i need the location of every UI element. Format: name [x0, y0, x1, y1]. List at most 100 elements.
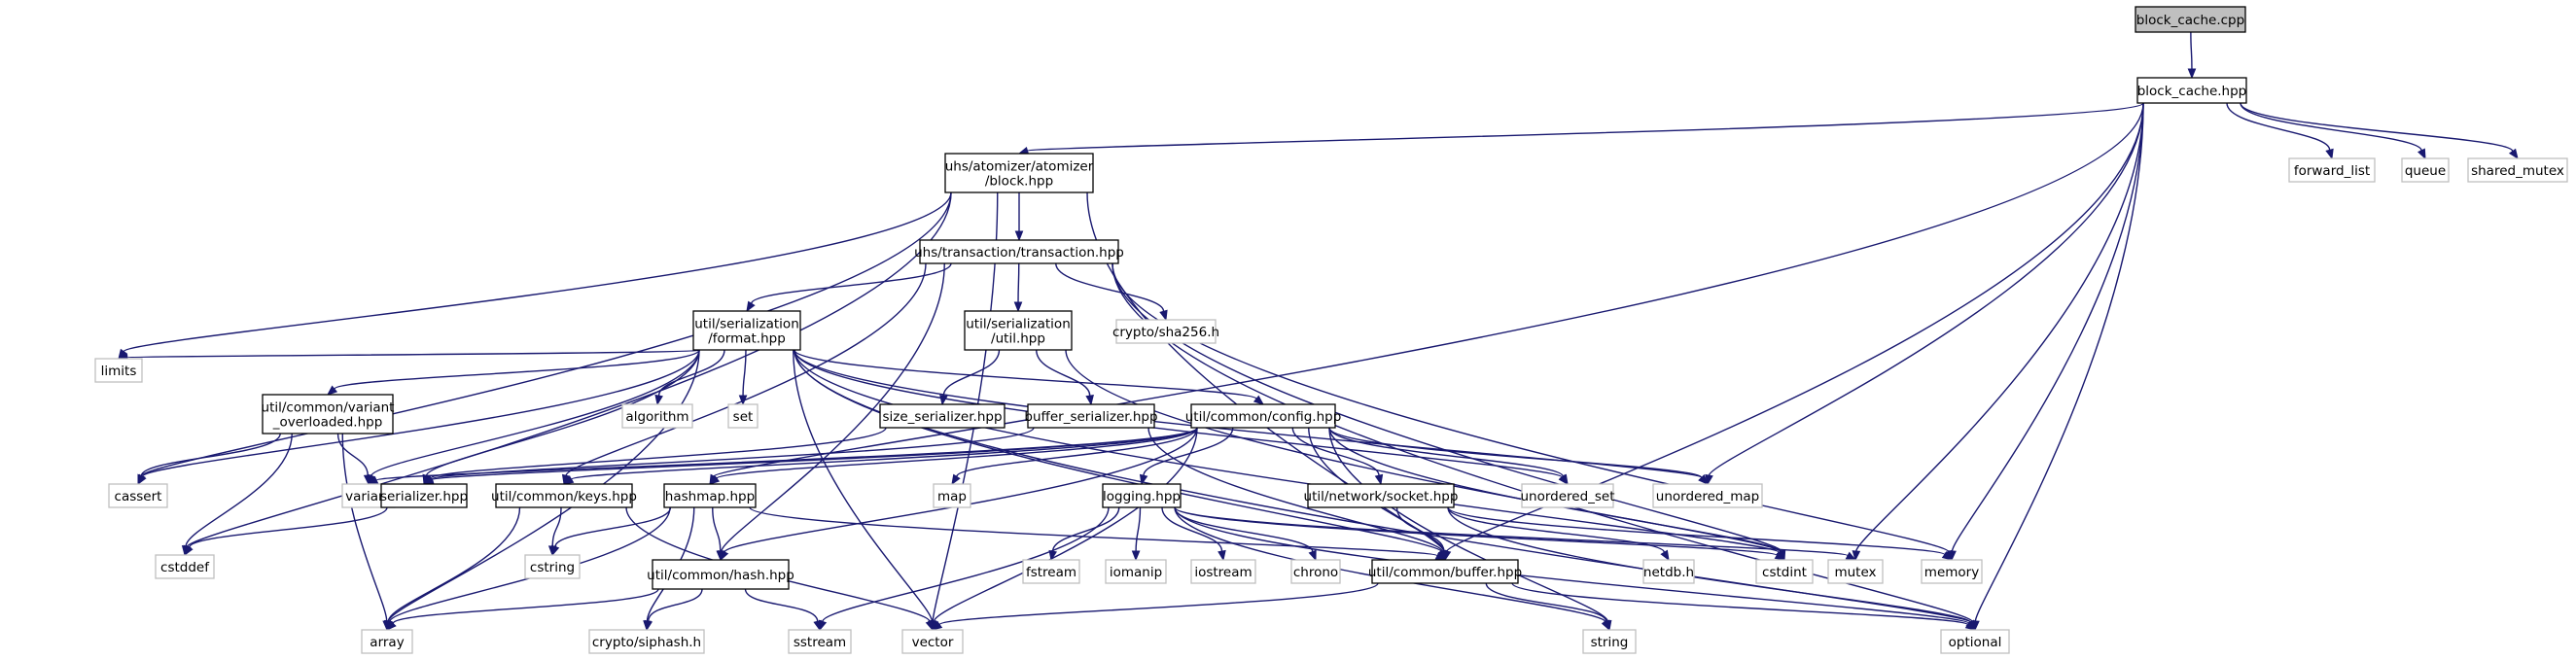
node-label: cstdint: [1762, 565, 1807, 580]
edge-config-to-keys: [562, 427, 1198, 485]
node-box: [2401, 157, 2450, 183]
node-size-serializer[interactable]: size_serializer.hpp: [879, 403, 1006, 429]
node-label: iomanip: [1110, 565, 1162, 580]
node-config[interactable]: util/common/config.hpp: [1185, 403, 1342, 429]
node-label: crypto/sha256.h: [1112, 325, 1219, 340]
node-box: [2135, 6, 2246, 33]
edge-serializer-to-cstddef: [184, 506, 388, 557]
node-array: array: [361, 629, 413, 654]
edge-block_cache_cpp-to-block_cache_hpp: [2187, 31, 2197, 80]
node-transaction[interactable]: uhs/transaction/transaction.hpp: [914, 239, 1124, 264]
node-label: forward_list: [2294, 163, 2370, 179]
node-label: uhs/transaction/transaction.hpp: [914, 245, 1124, 261]
edge-ser_format-to-cassert: [137, 349, 700, 486]
edge-hash-to-sstream: [744, 588, 822, 632]
node-label: block_cache.hpp: [2137, 84, 2247, 99]
edge-ser_format-to-algorithm: [654, 349, 725, 406]
node-iostream: iostream: [1190, 559, 1256, 584]
edge-variant_overloaded-to-array: [341, 433, 392, 632]
node-logging[interactable]: logging.hpp: [1102, 483, 1182, 508]
node-label: block_cache.cpp: [2136, 13, 2244, 28]
edge-logging-to-cstdint: [1174, 506, 1786, 561]
edge-transaction-to-sha256: [1055, 262, 1168, 322]
edge-socket-to-netdb: [1447, 506, 1670, 562]
edge-hashmap-to-cstring: [551, 506, 672, 557]
edge-block_cache_hpp-to-atomizer_block: [1017, 102, 2144, 156]
node-box: [1371, 559, 1519, 584]
node-label: cstddef: [160, 560, 210, 575]
node-box: [1582, 629, 1637, 654]
node-buffer-serializer[interactable]: buffer_serializer.hpp: [1024, 403, 1158, 429]
node-label: util/serialization: [694, 317, 799, 332]
edge-socket-to-optional: [1447, 506, 1976, 632]
node-label: uhs/atomizer/atomizer: [945, 159, 1094, 175]
node-socket[interactable]: util/network/socket.hpp: [1304, 483, 1459, 508]
node-vector: vector: [901, 629, 964, 654]
node-label: util/common/variant: [262, 400, 395, 416]
node-box: [2136, 77, 2247, 104]
node-box: [944, 153, 1094, 193]
node-box: [2467, 157, 2568, 183]
node-box: [692, 310, 801, 351]
edge-config-to-unordered_set: [1328, 427, 1569, 486]
node-cstddef: cstddef: [155, 554, 215, 579]
node-label: cstring: [530, 560, 575, 575]
edge-keys-to-array: [384, 506, 521, 632]
node-label: set: [733, 409, 754, 425]
node-label: queue: [2405, 163, 2446, 179]
edge-transaction-to-ser_util: [1013, 262, 1023, 313]
node-hashmap[interactable]: hashmap.hpp: [663, 483, 757, 508]
node-chrono: chrono: [1290, 559, 1341, 584]
node-fstream: fstream: [1022, 559, 1080, 584]
node-variant-overloaded[interactable]: util/common/variant_overloaded.hpp: [262, 394, 395, 434]
node-box: [879, 403, 1006, 429]
edge-block_cache_hpp-to-queue: [2240, 102, 2426, 160]
node-label: util/common/buffer.hpp: [1368, 565, 1522, 580]
node-label: chrono: [1293, 565, 1338, 580]
node-sstream: sstream: [788, 629, 852, 654]
edge-logging-to-iomanip: [1131, 506, 1142, 562]
edge-buffer-to-optional: [1511, 582, 1977, 631]
node-box: [1921, 559, 1983, 584]
node-block-cache-cpp[interactable]: block_cache.cpp: [2135, 6, 2246, 33]
node-box: [495, 483, 633, 508]
node-label: vector: [912, 635, 954, 650]
node-label: optional: [1949, 635, 2002, 650]
edge-block_cache_hpp-to-memory: [1948, 102, 2144, 562]
edge-ser_util-to-size_serializer: [939, 349, 1001, 406]
node-limits: limits: [94, 358, 143, 383]
node-label: util/common/config.hpp: [1185, 409, 1342, 425]
node-box: [652, 559, 790, 590]
node-layer: block_cache.cpp block_cache.hpp uhs/atomiz…: [94, 6, 2568, 654]
node-label: util/common/hash.hpp: [647, 568, 794, 583]
edge-block_cache_hpp-to-unordered_map: [1705, 102, 2144, 486]
node-box: [901, 629, 964, 654]
node-optional: optional: [1940, 629, 2010, 654]
node-box: [1642, 559, 1695, 584]
node-block-cache-hpp[interactable]: block_cache.hpp: [2136, 77, 2247, 104]
node-hash[interactable]: util/common/hash.hpp: [647, 559, 794, 590]
edge-ser_util-to-buffer_serializer: [1036, 349, 1094, 406]
edge-ser_format-to-variant_overloaded: [326, 349, 700, 396]
node-label: mutex: [1834, 565, 1876, 580]
node-buffer[interactable]: util/common/buffer.hpp: [1368, 559, 1522, 584]
node-ser-util[interactable]: util/serialization/util.hpp: [964, 310, 1073, 351]
edge-config-to-socket: [1291, 427, 1384, 486]
edge-socket-to-buffer: [1395, 506, 1449, 562]
node-box: [919, 239, 1119, 264]
node-keys[interactable]: util/common/keys.hpp: [491, 483, 637, 508]
node-label: buffer_serializer.hpp: [1024, 409, 1157, 425]
edge-block_cache_hpp-to-optional: [1971, 102, 2144, 632]
node-unordered-map: unordered_map: [1652, 483, 1763, 508]
node-mutex: mutex: [1827, 559, 1884, 584]
node-serializer[interactable]: serializer.hpp: [380, 483, 468, 508]
node-ser-format[interactable]: util/serialization/format.hpp: [692, 310, 801, 351]
node-box: [1521, 483, 1614, 508]
node-atomizer-block[interactable]: uhs/atomizer/atomizer/block.hpp: [944, 153, 1094, 193]
node-box: [1022, 559, 1080, 584]
node-label: string: [1591, 635, 1629, 650]
node-box: [1027, 403, 1155, 429]
node-box: [1190, 559, 1256, 584]
node-box: [2288, 157, 2376, 183]
